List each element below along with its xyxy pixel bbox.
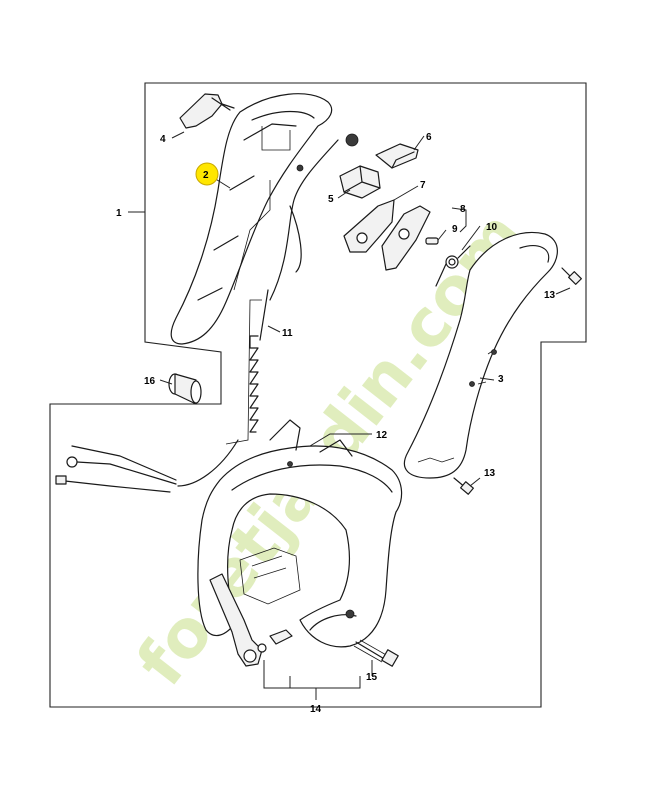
label-part-1: 1 [116, 208, 122, 219]
assembly-frame [49, 82, 587, 708]
part-2-handle-half [170, 93, 333, 345]
label-part-8: 8 [460, 204, 466, 215]
part-2-highlight [195, 162, 219, 186]
label-part-16: 16 [144, 376, 156, 387]
label-part-14: 14 [310, 704, 322, 715]
label-part-10: 10 [486, 222, 498, 233]
part-6-clip [375, 143, 419, 169]
part-5-switch [339, 133, 381, 199]
label-part-13-upper: 13 [544, 290, 556, 301]
part-3-handle-half [403, 231, 558, 479]
part-10-spring [435, 245, 471, 287]
part-13-upper-screw [561, 267, 582, 285]
label-part-3: 3 [498, 374, 504, 385]
label-part-2: 2 [203, 170, 209, 181]
part-4-lever [179, 93, 235, 129]
part-11-cable [177, 139, 339, 487]
part-15-screw [353, 639, 399, 667]
label-part-5: 5 [328, 194, 334, 205]
part-7-trigger [343, 199, 431, 271]
label-part-12: 12 [376, 430, 388, 441]
label-part-9: 9 [452, 224, 458, 235]
part-labels: 1 2 3 4 5 6 7 8 9 10 11 12 13 13 14 15 1… [116, 132, 556, 715]
part-16-sleeve [168, 373, 202, 405]
part-13-lower-screw [453, 477, 475, 495]
wire-assembly [55, 445, 177, 493]
part-12-housing [197, 419, 403, 648]
part-9-pin [425, 237, 439, 245]
label-part-13-lower: 13 [484, 468, 496, 479]
label-part-15: 15 [366, 672, 378, 683]
cable-spring [249, 335, 259, 433]
label-part-4: 4 [160, 134, 166, 145]
label-part-11: 11 [282, 328, 293, 339]
label-part-6: 6 [426, 132, 432, 143]
part-14-lever [209, 573, 293, 667]
leader-lines [128, 131, 571, 700]
label-part-7: 7 [420, 180, 426, 191]
